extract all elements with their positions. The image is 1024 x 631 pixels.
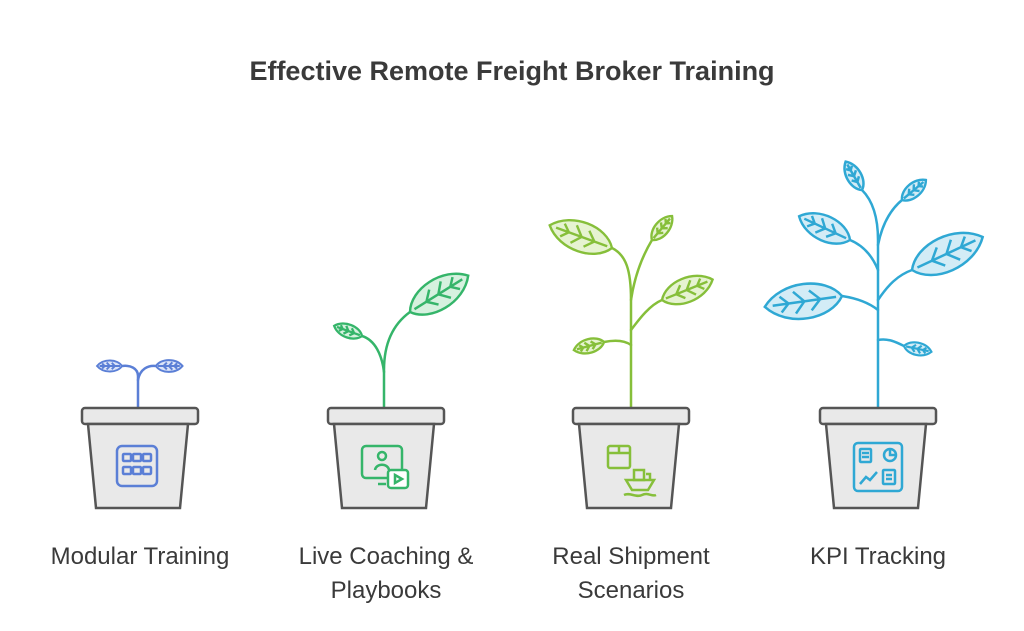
label-line: KPI Tracking — [809, 543, 947, 570]
leaf — [154, 359, 184, 373]
stage-label-kpi: KPI Tracking — [758, 540, 998, 574]
stage-label-modular: Modular Training — [20, 540, 260, 574]
pot — [818, 406, 938, 510]
stem — [120, 364, 158, 410]
stem — [840, 188, 914, 410]
plant-real-shipment — [543, 210, 719, 510]
label-line: Live Coaching & — [298, 543, 474, 570]
stage-label-coaching: Live Coaching & Playbooks — [266, 540, 506, 608]
label-line: Real Shipment — [552, 543, 710, 570]
cargo-ship-icon — [606, 444, 657, 498]
leaf — [792, 203, 857, 253]
stage-label-shipment: Real Shipment Scenarios — [511, 540, 751, 608]
leaf — [570, 334, 607, 358]
leaf — [645, 210, 679, 246]
label-line: Modular Training — [50, 543, 230, 570]
leaf — [761, 277, 846, 326]
leaf — [543, 210, 619, 263]
page-title: Effective Remote Freight Broker Training — [249, 56, 775, 86]
leaf — [838, 156, 870, 195]
video-coaching-icon — [360, 444, 410, 490]
plant-modular-training — [80, 359, 200, 510]
plant-kpi-tracking — [761, 156, 992, 510]
leaf — [901, 338, 934, 359]
plant-live-coaching — [326, 261, 478, 510]
leaf — [903, 220, 992, 287]
leaf — [96, 359, 123, 373]
label-line: Scenarios — [577, 577, 685, 604]
label-line: Playbooks — [330, 577, 442, 604]
leaf — [330, 318, 366, 344]
grid-icon — [115, 444, 159, 488]
leaf — [656, 267, 719, 313]
stem — [360, 310, 412, 410]
leaf — [896, 173, 932, 207]
leaf — [400, 261, 478, 327]
dashboard-icon — [852, 441, 904, 493]
stem — [602, 238, 664, 410]
